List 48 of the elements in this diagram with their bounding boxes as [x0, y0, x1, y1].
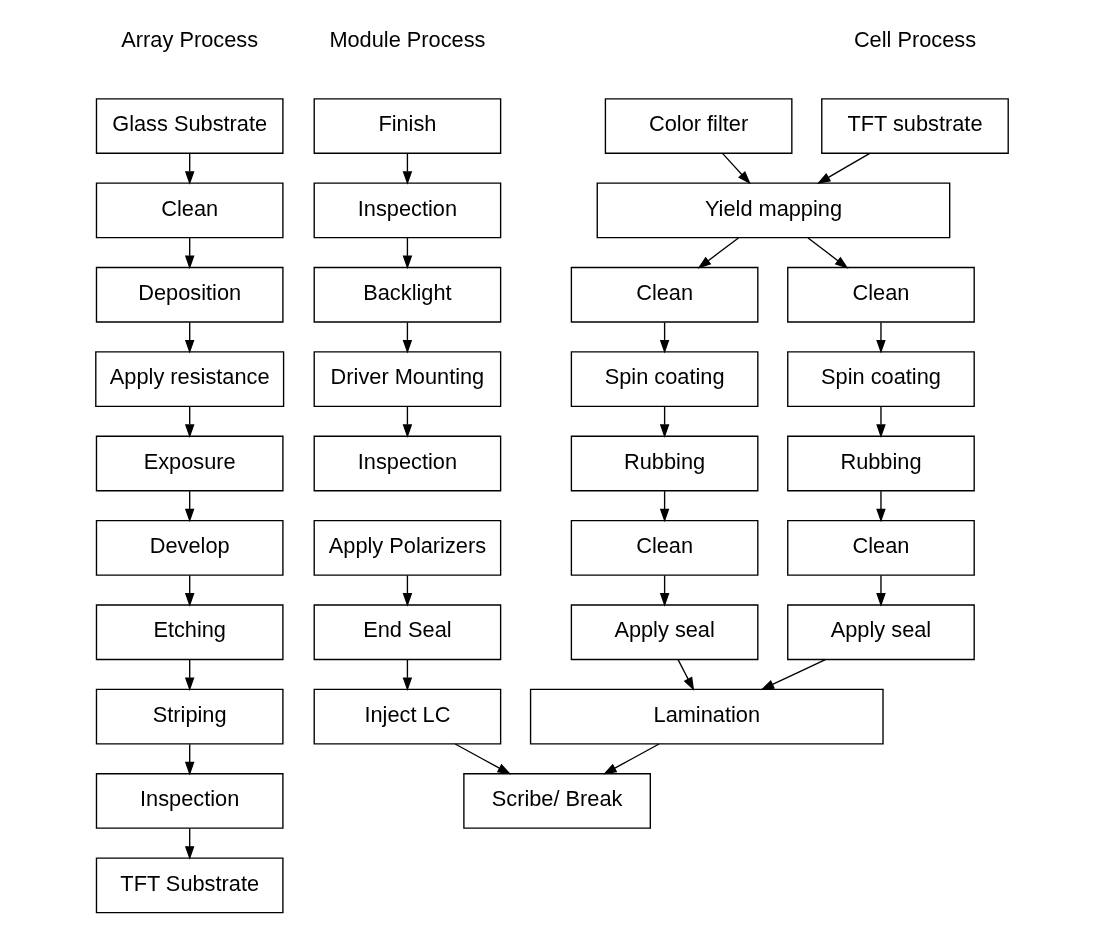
node-box: TFT substrate [820, 97, 1009, 154]
node-box: Develop [95, 519, 284, 576]
label: Cell Process [853, 26, 976, 52]
node-box: Rubbing [570, 435, 758, 491]
node-box: Deposition [95, 266, 284, 323]
node-box: Inspection [313, 182, 501, 238]
arrow [721, 152, 751, 184]
label: Array Process [120, 26, 258, 52]
node-box: Yield mapping [596, 182, 950, 238]
node-box: Apply seal [786, 603, 975, 660]
node-box: Lamination [529, 688, 884, 744]
arrow [816, 152, 870, 184]
node-box: Clean [786, 266, 975, 323]
arrow [760, 658, 826, 690]
node-box: Rubbing [786, 435, 975, 491]
node-box: Backlight [313, 266, 501, 323]
node-box: Exposure [95, 435, 284, 491]
node-box: Striping [95, 688, 284, 744]
node-box: Apply Polarizers [313, 519, 501, 576]
node-box: Inject LC [313, 688, 501, 744]
node-box: Spin coating [570, 350, 758, 407]
node-box: TFT Substrate [95, 856, 284, 913]
node-box: Clean [570, 266, 758, 323]
arrow [677, 658, 694, 691]
node-box: Scribe/ Break [462, 772, 651, 829]
node-box: Apply seal [570, 603, 758, 660]
node-box: Inspection [313, 435, 501, 491]
node-box: Clean [786, 519, 975, 576]
node-box: Driver Mounting [313, 350, 501, 407]
arrow [875, 321, 886, 354]
node-box: Spin coating [786, 350, 975, 407]
arrow [602, 742, 660, 774]
node-box: End Seal [313, 603, 501, 660]
arrow [875, 405, 886, 438]
arrow [875, 489, 886, 522]
arrow [697, 236, 739, 269]
label: Module Process [328, 26, 485, 52]
arrow [454, 742, 511, 774]
node-box: Apply resistance [94, 350, 284, 407]
node-box: Clean [570, 519, 758, 576]
node-box: Inspection [95, 772, 284, 829]
arrow [806, 236, 848, 269]
node-box: Color filter [604, 97, 792, 154]
node-box: Glass Substrate [95, 97, 284, 154]
node-box: Etching [95, 603, 284, 660]
node-box: Clean [95, 182, 284, 238]
arrow [875, 574, 886, 607]
node-box: Finish [313, 97, 501, 154]
